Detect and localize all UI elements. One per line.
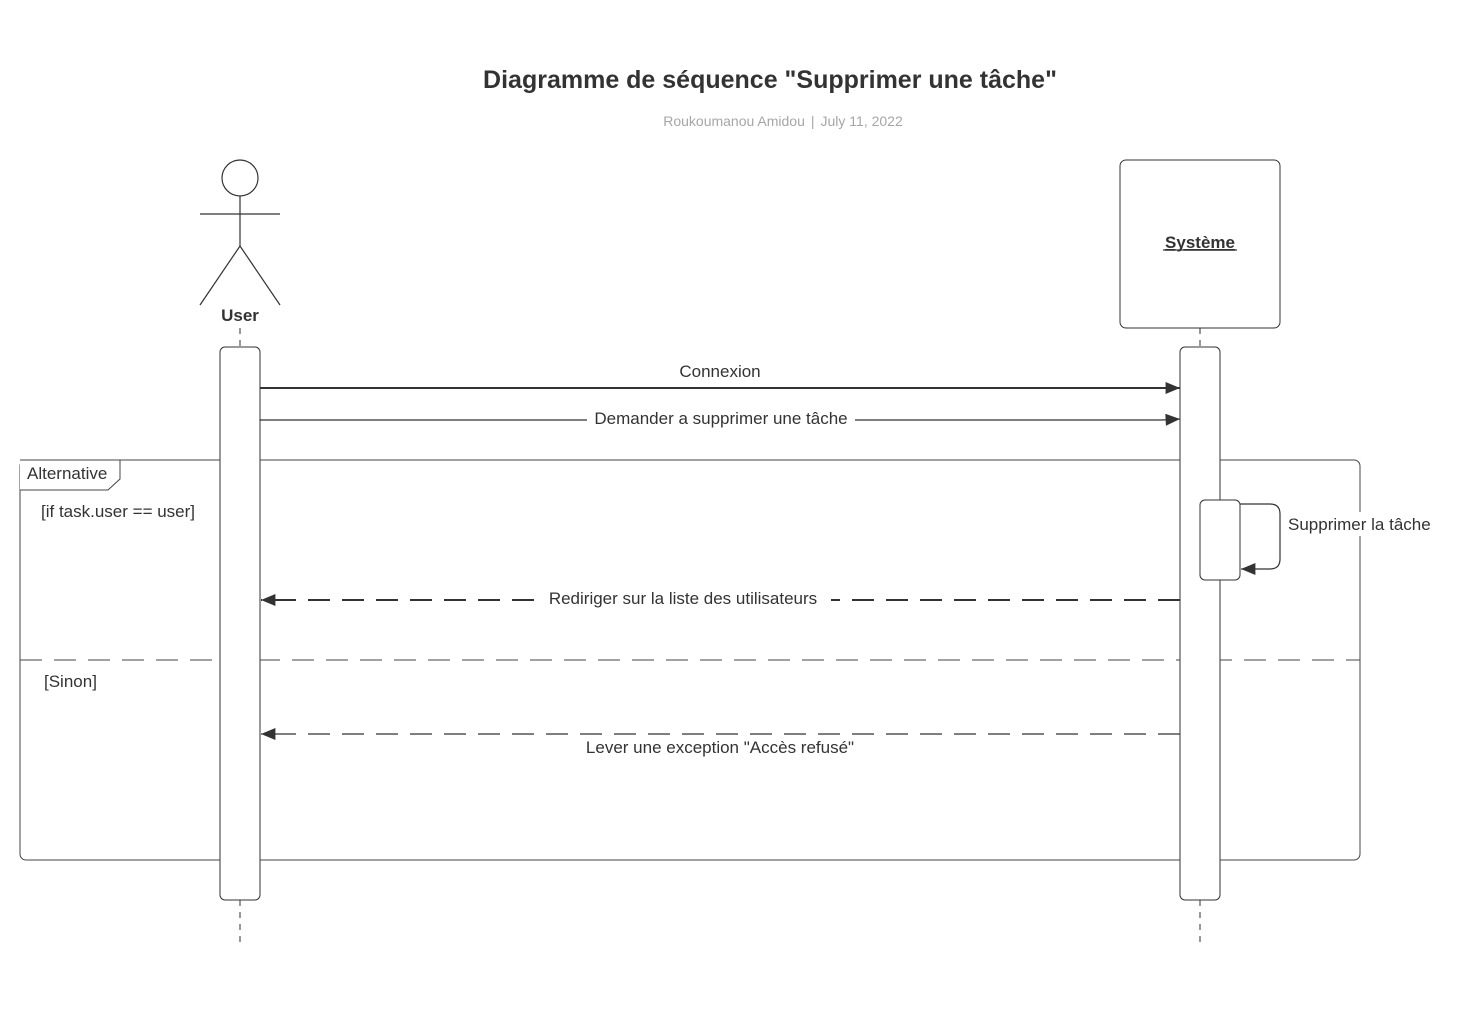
- alt-fragment-label-box: [20, 459, 121, 491]
- message-exception-label: Lever une exception "Accès refusé": [586, 738, 854, 757]
- system-participant-box: [1119, 159, 1281, 329]
- alt-fragment-label: Alternative: [27, 464, 107, 483]
- user-activation-bar: [219, 346, 261, 901]
- message-supprimer-label-bg: [1284, 512, 1444, 536]
- message-supprimer-label: Supprimer la tâche: [1288, 515, 1431, 534]
- system-self-activation-bar: [1199, 499, 1241, 581]
- message-supprimer-arrow: [1240, 503, 1281, 575]
- user-actor-icon: [199, 159, 281, 306]
- message-rediriger-label-bg: [537, 588, 831, 610]
- message-demander-label: Demander a supprimer une tâche: [594, 409, 847, 428]
- system-participant-label: Système: [1165, 233, 1235, 252]
- date: July 11, 2022: [820, 113, 903, 129]
- guard-else: [Sinon]: [44, 672, 97, 691]
- guard-if: [if task.user == user]: [41, 502, 195, 521]
- author: Roukoumanou Amidou: [663, 113, 805, 129]
- diagram-title: Diagramme de séquence "Supprimer une tâc…: [483, 66, 1057, 94]
- system-activation-bar: [1179, 346, 1221, 901]
- meta-separator: |: [810, 113, 815, 129]
- user-actor-label: User: [221, 306, 259, 325]
- message-rediriger-label: Rediriger sur la liste des utilisateurs: [549, 589, 817, 608]
- diagram-meta: Roukoumanou Amidou | July 11, 2022: [0, 113, 1470, 129]
- message-connexion-label: Connexion: [679, 362, 760, 381]
- message-demander-arrow: [259, 419, 1180, 420]
